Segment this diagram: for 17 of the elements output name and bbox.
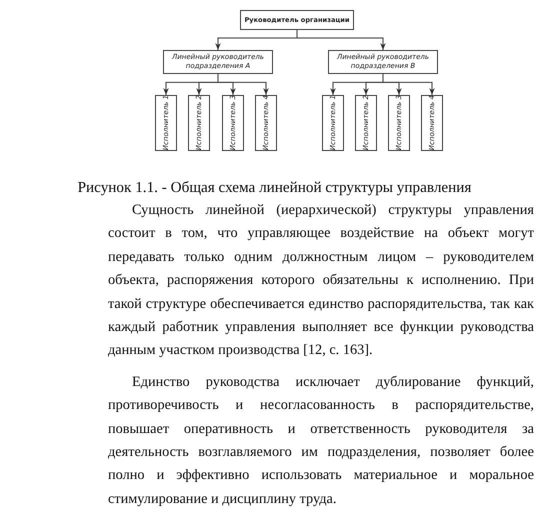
arrow [382, 74, 435, 96]
manager-box [163, 50, 273, 74]
executor-box [255, 95, 277, 151]
executor-box [222, 95, 244, 151]
executor-box [421, 95, 443, 151]
head-box [240, 10, 354, 30]
executor-box [355, 95, 377, 151]
paragraph: Сущность линейной (иерархической) структуры управления состоит в том, что управляющее воздействие на объект могут передавать только одним должностным лицом – руководителем объекта, распоряжения которого обязательны к исполнению. При такой структуре обеспечивается единство распорядительства, так как каждый работник управления выполняет все функции руководства данным участком производства [12, с. 163]. [108, 201, 534, 360]
arrow [296, 30, 386, 50]
executor-box [155, 95, 177, 151]
executor-box [188, 95, 210, 151]
arrow [218, 74, 269, 96]
figure-caption: Рисунок 1.1. - Общая схема линейной структуры управления [76, 178, 472, 198]
executor-box [388, 95, 410, 151]
manager-box [328, 50, 438, 74]
paragraph: Единство руководства исключает дублирование функций, противоречивость и несогласованность в распорядительстве, повышает оперативность и ответственность руководителя за деятельность возглавляемого им подразделения, позволяет более полно и эффективно использовать материальное и моральное стимулирование и дисциплину труда. [108, 372, 534, 509]
executor-box [322, 95, 344, 151]
